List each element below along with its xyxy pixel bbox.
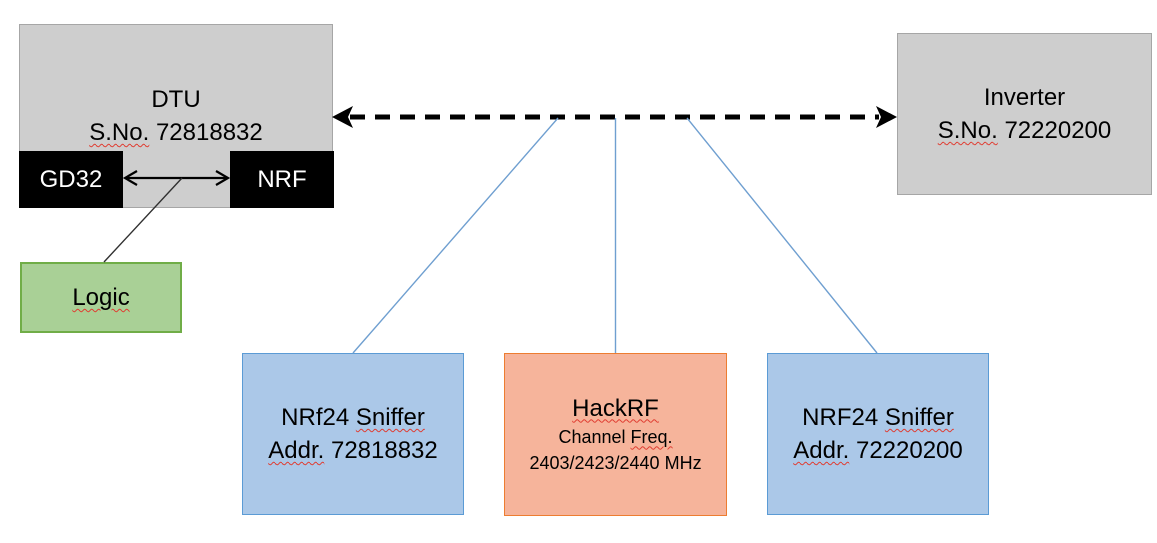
sniffer-dtu-name: NRf24 Sniffer — [281, 404, 425, 431]
logic-label: Logic — [72, 284, 130, 311]
hackrf-freq-label: Channel Freq. — [558, 426, 673, 447]
sniffer-inverter-connector-line — [686, 117, 878, 354]
rf-link-arrow — [332, 106, 897, 128]
dtu-title: DTU — [151, 86, 201, 113]
rf-link-arrowhead-right — [876, 106, 897, 128]
sniffer-inv-addr-number: 72220200 — [855, 437, 963, 464]
hackrf-title: HackRF — [572, 394, 659, 422]
gd32-label: GD32 — [39, 165, 103, 193]
rf-link-arrowhead-left — [332, 106, 353, 128]
sniffer-dtu-addr-label: Addr. — [268, 437, 325, 464]
sniffer-inv-addr-label: Addr. — [793, 437, 850, 464]
dtu-box: DTU S.No. 72818832 GD32 NRF — [19, 24, 334, 208]
sniffer-inv-addr: Addr. 72220200 — [793, 434, 963, 467]
sniffer-dtu-connector-line — [352, 117, 559, 354]
dtu-serial-label: S.No. — [89, 119, 150, 146]
sniffer-dtu-addr: Addr. 72818832 — [268, 434, 438, 467]
dtu-serial: S.No. 72818832 — [89, 116, 262, 149]
gd32-chip: GD32 — [19, 151, 123, 208]
hackrf-freq-values: 2403/2423/2440 MHz — [529, 452, 702, 473]
inverter-serial-label: S.No. — [937, 117, 998, 144]
sniffer-dtu-addr-number: 72818832 — [330, 437, 438, 464]
sniffer-inv-name: NRF24 Sniffer — [802, 404, 954, 431]
nrf24-sniffer-inverter-box: NRF24 Sniffer Addr. 72220200 — [767, 353, 989, 515]
dtu-serial-number: 72818832 — [155, 119, 263, 146]
inverter-serial: S.No. 72220200 — [938, 114, 1111, 147]
nrf24-sniffer-dtu-box: NRf24 Sniffer Addr. 72818832 — [242, 353, 464, 515]
hackrf-box: HackRF Channel Freq. 2403/2423/2440 MHz — [504, 353, 727, 516]
nrf-chip: NRF — [230, 151, 334, 208]
logic-box: Logic — [20, 262, 182, 333]
nrf-label: NRF — [257, 165, 307, 193]
inverter-title: Inverter — [983, 84, 1066, 111]
inverter-box: Inverter S.No. 72220200 — [897, 33, 1152, 195]
inverter-serial-number: 72220200 — [1004, 117, 1112, 144]
